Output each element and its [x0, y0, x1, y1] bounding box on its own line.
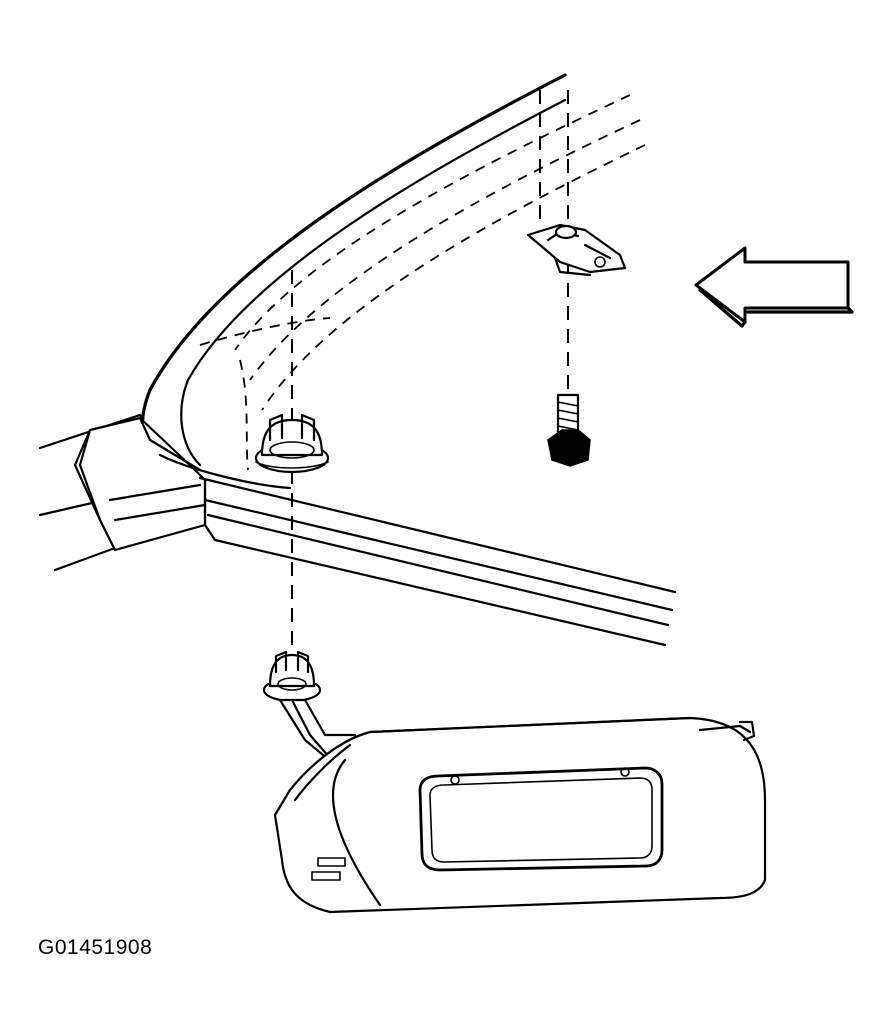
figure-code-label: G01451908: [38, 936, 153, 959]
visor-pivot-clip-icon: [262, 650, 322, 703]
vanity-mirror-icon: [418, 766, 664, 872]
retainer-clip-icon: [254, 413, 330, 474]
alignment-guides: [291, 90, 569, 660]
direction-arrow-icon: [694, 246, 854, 328]
mounting-bracket-icon: [526, 223, 627, 277]
bolt-icon: [547, 393, 591, 467]
roof-rail-icon: [38, 413, 677, 647]
